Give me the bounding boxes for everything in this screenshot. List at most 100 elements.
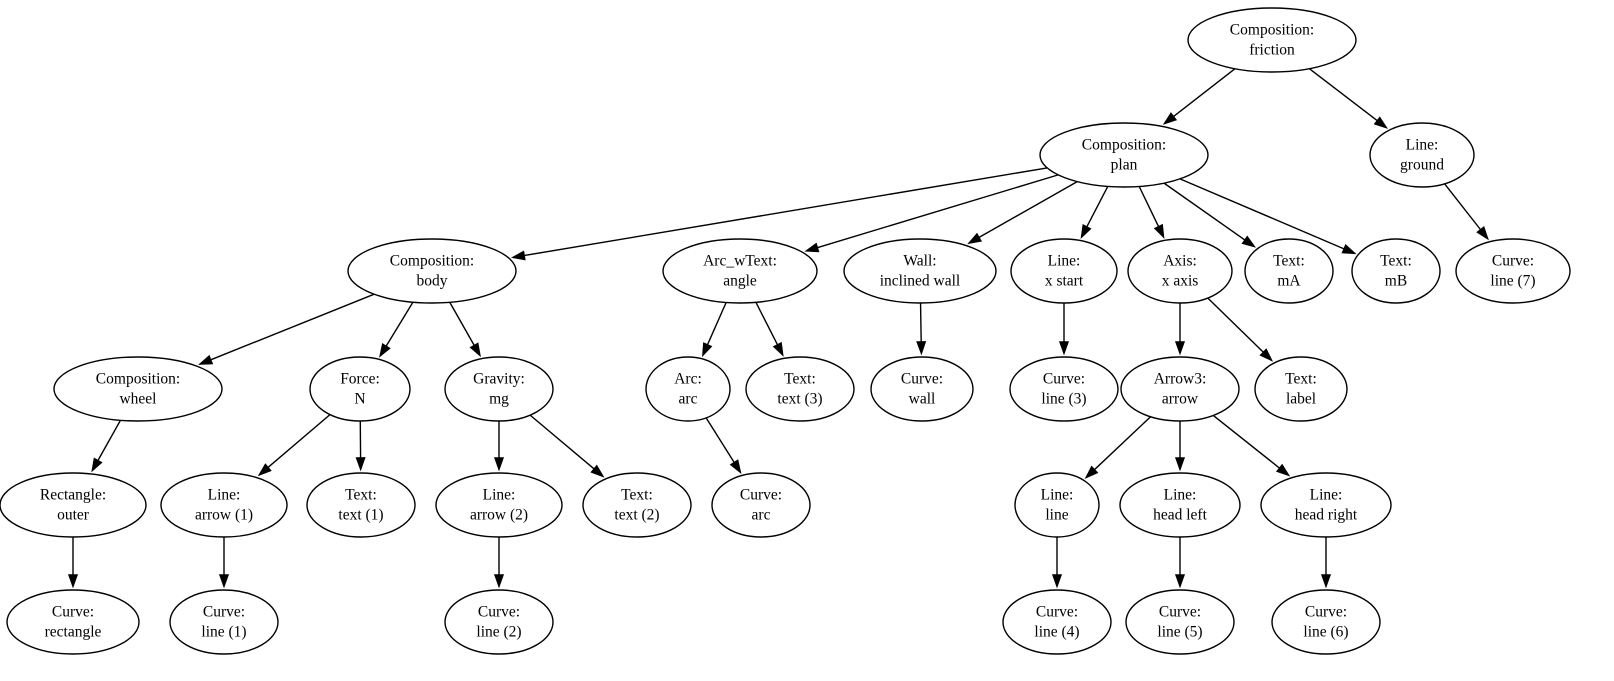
node-ellipse-curveline1[interactable]: [169, 589, 279, 655]
edge-plan-to-wall: [978, 180, 1078, 238]
node-label-name-arrow3: arrow: [1162, 391, 1199, 408]
node-ellipse-ground[interactable]: [1369, 122, 1475, 188]
node-ellipse-curveline2[interactable]: [444, 589, 554, 655]
graph-node-friction[interactable]: Composition:friction: [1187, 7, 1357, 73]
node-ellipse-angle[interactable]: [662, 238, 818, 304]
node-ellipse-mB[interactable]: [1351, 238, 1441, 304]
node-ellipse-curverect[interactable]: [6, 589, 140, 655]
arrowhead-icon: [1051, 574, 1063, 589]
node-label-name-line3: line (3): [1041, 391, 1086, 408]
node-ellipse-curveline5[interactable]: [1125, 589, 1235, 655]
node-ellipse-label[interactable]: [1254, 356, 1348, 422]
graph-node-text2[interactable]: Text:text (2): [582, 472, 692, 538]
graph-node-curverect[interactable]: Curve:rectangle: [6, 589, 140, 655]
graph-node-gravitymg[interactable]: Gravity:mg: [444, 356, 554, 422]
graph-node-lineline[interactable]: Line:line: [1014, 472, 1100, 538]
graph-node-arc[interactable]: Arc:arc: [645, 356, 731, 422]
node-label-type-wall: Wall:: [903, 253, 936, 270]
node-ellipse-text3[interactable]: [745, 356, 855, 422]
node-ellipse-curveline4[interactable]: [1002, 589, 1112, 655]
node-ellipse-xaxis[interactable]: [1127, 238, 1233, 304]
arrowhead-icon: [379, 343, 391, 358]
node-label-name-arc: arc: [679, 391, 698, 408]
arrowhead-icon: [1476, 226, 1489, 241]
node-label-type-text2: Text:: [621, 487, 653, 504]
edge-friction-to-plan: [1173, 68, 1236, 117]
graph-node-text1[interactable]: Text:text (1): [306, 472, 416, 538]
graph-node-curvewall[interactable]: Curve:wall: [870, 356, 974, 422]
graph-node-headright[interactable]: Line:head right: [1260, 472, 1392, 538]
node-label-name-forceN: N: [354, 391, 365, 408]
node-ellipse-arrow2[interactable]: [435, 472, 563, 538]
arrowhead-icon: [804, 242, 820, 253]
graph-node-arrow1[interactable]: Line:arrow (1): [160, 472, 288, 538]
node-ellipse-arrow3[interactable]: [1120, 356, 1240, 422]
node-label-type-headright: Line:: [1310, 487, 1343, 504]
node-label-name-wheel: wheel: [119, 391, 156, 408]
arrowhead-icon: [1241, 235, 1256, 248]
node-ellipse-curvearc[interactable]: [711, 472, 811, 538]
graph-node-headleft[interactable]: Line:head left: [1119, 472, 1241, 538]
node-ellipse-mA[interactable]: [1244, 238, 1334, 304]
arrowhead-icon: [772, 341, 784, 357]
graph-node-forceN[interactable]: Force:N: [309, 356, 411, 422]
graph-node-curveline6[interactable]: Curve: line (6): [1271, 589, 1381, 655]
graph-node-curveline1[interactable]: Curve:line (1): [169, 589, 279, 655]
graph-node-arrow2[interactable]: Line:arrow (2): [435, 472, 563, 538]
node-ellipse-body[interactable]: [347, 238, 517, 304]
graph-node-mA[interactable]: Text:mA: [1244, 238, 1334, 304]
node-ellipse-wheel[interactable]: [53, 356, 223, 422]
node-label-type-text1: Text:: [345, 487, 377, 504]
graph-node-arrow3[interactable]: Arrow3:arrow: [1120, 356, 1240, 422]
node-ellipse-headleft[interactable]: [1119, 472, 1241, 538]
node-ellipse-rectouter[interactable]: [0, 472, 147, 538]
node-ellipse-plan[interactable]: [1039, 122, 1209, 188]
graph-node-wheel[interactable]: Composition:wheel: [53, 356, 223, 422]
graph-node-curvearc[interactable]: Curve:arc: [711, 472, 811, 538]
node-label-type-ground: Line:: [1406, 137, 1439, 154]
node-label-name-ground: ground: [1400, 157, 1444, 174]
node-ellipse-headright[interactable]: [1260, 472, 1392, 538]
node-label-name-curveline6: line (6): [1303, 624, 1348, 641]
node-ellipse-wall[interactable]: [843, 238, 997, 304]
graph-node-curveline4[interactable]: Curve:line (4): [1002, 589, 1112, 655]
arrowhead-icon: [218, 574, 230, 589]
node-ellipse-forceN[interactable]: [309, 356, 411, 422]
graph-node-curveline5[interactable]: Curve:line (5): [1125, 589, 1235, 655]
graph-node-text3[interactable]: Text:text (3): [745, 356, 855, 422]
graph-node-label[interactable]: Text:label: [1254, 356, 1348, 422]
node-ellipse-curveline6[interactable]: [1271, 589, 1381, 655]
node-ellipse-lineline[interactable]: [1014, 472, 1100, 538]
node-label-type-curveline6: Curve:: [1305, 604, 1347, 621]
node-ellipse-line7[interactable]: [1455, 238, 1571, 304]
node-ellipse-xstart[interactable]: [1010, 238, 1118, 304]
node-ellipse-friction[interactable]: [1187, 7, 1357, 73]
node-ellipse-arc[interactable]: [645, 356, 731, 422]
graph-node-xstart[interactable]: Line:x start: [1010, 238, 1118, 304]
graph-node-body[interactable]: Composition:body: [347, 238, 517, 304]
node-ellipse-curvewall[interactable]: [870, 356, 974, 422]
graph-node-line3[interactable]: Curve:line (3): [1009, 356, 1119, 422]
node-ellipse-line3[interactable]: [1009, 356, 1119, 422]
node-ellipse-gravitymg[interactable]: [444, 356, 554, 422]
edge-plan-to-mA: [1163, 182, 1246, 241]
graph-node-line7[interactable]: Curve:line (7): [1455, 238, 1571, 304]
graph-node-xaxis[interactable]: Axis:x axis: [1127, 238, 1233, 304]
node-label-name-body: body: [417, 273, 448, 290]
graph-node-plan[interactable]: Composition:plan: [1039, 122, 1209, 188]
edge-arrow3-to-lineline: [1094, 416, 1152, 470]
node-ellipse-text2[interactable]: [582, 472, 692, 538]
graph-node-rectouter[interactable]: Rectangle:outer: [0, 472, 147, 538]
graph-node-curveline2[interactable]: Curve:line (2): [444, 589, 554, 655]
arrowhead-icon: [1174, 457, 1186, 472]
arrowhead-icon: [1084, 465, 1099, 479]
arrowhead-icon: [91, 457, 103, 473]
node-ellipse-text1[interactable]: [306, 472, 416, 538]
graph-node-mB[interactable]: Text:mB: [1351, 238, 1441, 304]
node-ellipse-arrow1[interactable]: [160, 472, 288, 538]
graph-node-angle[interactable]: Arc_wText:angle: [662, 238, 818, 304]
graph-node-wall[interactable]: Wall:inclined wall: [843, 238, 997, 304]
graph-node-ground[interactable]: Line: ground: [1369, 122, 1475, 188]
